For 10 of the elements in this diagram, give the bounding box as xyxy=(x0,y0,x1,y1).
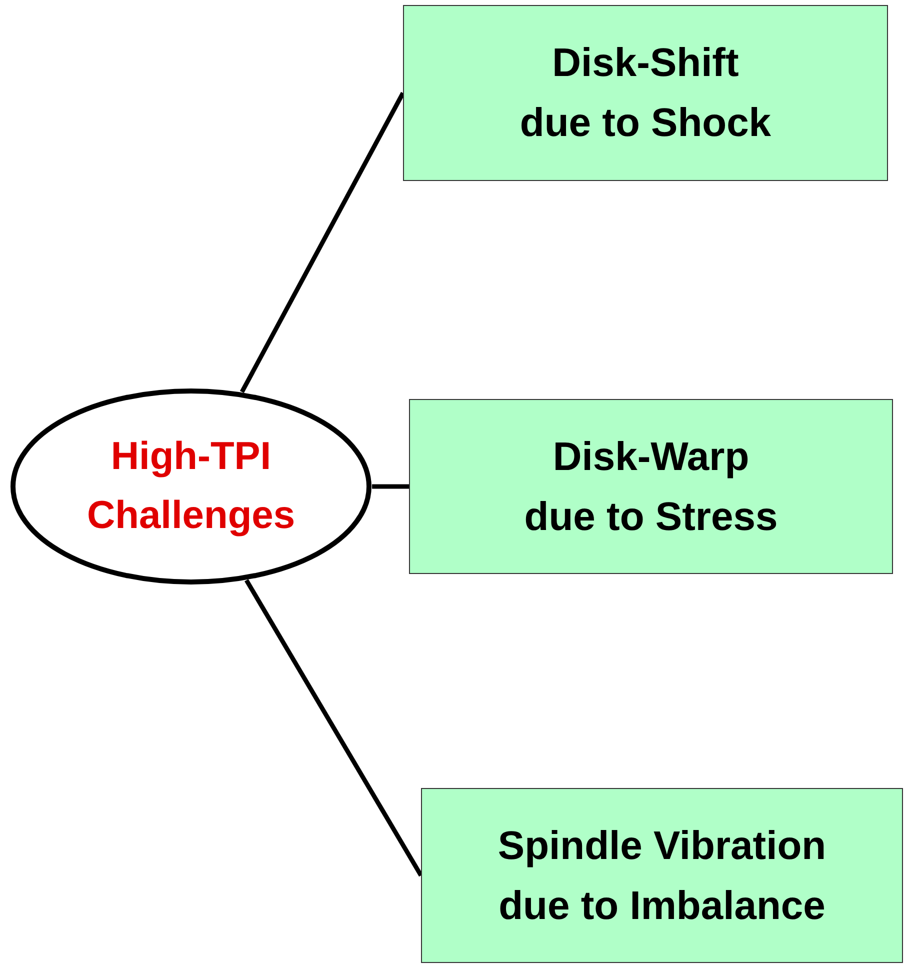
connector-line xyxy=(240,92,405,394)
process-box xyxy=(421,788,903,963)
process-box xyxy=(409,399,893,574)
box-label: Disk-Shift due to Shock xyxy=(520,40,772,147)
box-label: Disk-Warp due to Stress xyxy=(524,434,778,540)
box-label: Spindle Vibration due to Imbalance xyxy=(498,822,826,930)
process-box xyxy=(403,5,888,181)
connector-line xyxy=(372,484,409,489)
topic-label: High-TPI Challenges xyxy=(86,434,296,538)
connector-line xyxy=(244,579,423,877)
